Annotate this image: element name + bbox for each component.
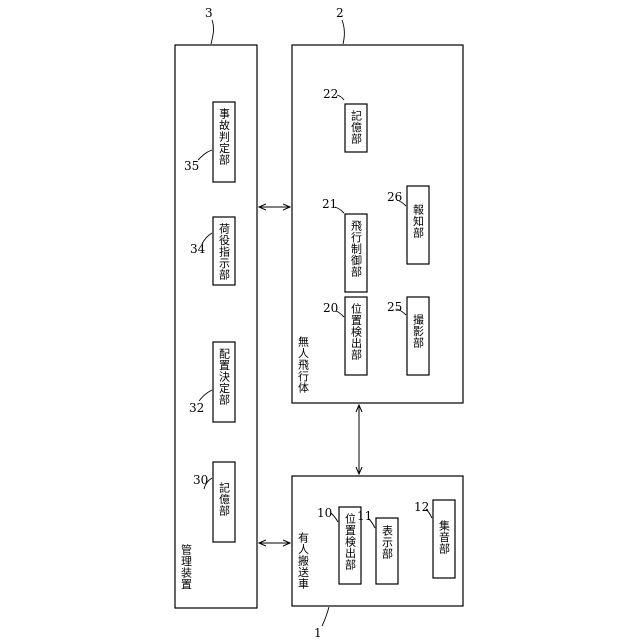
ref-21: 21 xyxy=(322,197,337,211)
accident-judgment-unit-label: 事故判定部 xyxy=(218,108,231,166)
cargo-instruction-unit-label: 荷役指示部 xyxy=(218,223,231,281)
placement-decision-unit-label: 配置決定部 xyxy=(218,348,231,406)
ref-2: 2 xyxy=(336,6,344,20)
sound-collection-unit-label: 集音部 xyxy=(438,519,451,555)
display-unit-label: 表示部 xyxy=(381,524,394,560)
unmanned-aircraft: 無人飛行体 2 記億部 22 飛行制御部 21 報知部 26 位置検出部 20 … xyxy=(292,6,463,403)
ref-11: 11 xyxy=(357,509,372,523)
unmanned-aircraft-label: 無人飛行体 xyxy=(297,335,310,394)
management-device-label: 管理装置 xyxy=(180,543,193,590)
unmanned-aircraft-frame xyxy=(292,45,463,403)
ref-3-leader xyxy=(211,20,214,44)
position-detection-unit-1-label: 位置検出部 xyxy=(344,512,357,571)
management-device: 管理装置 3 事故判定部 35 荷役指示部 34 配置決定部 32 記億部 30 xyxy=(175,6,257,608)
ref-34: 34 xyxy=(190,242,206,256)
ref-26: 26 xyxy=(387,190,402,204)
ref-2-leader xyxy=(342,20,344,44)
ref-3: 3 xyxy=(205,6,213,20)
manned-vehicle-label: 有人搬送車 xyxy=(297,531,310,590)
ref-12: 12 xyxy=(414,500,429,514)
ref-30: 30 xyxy=(193,473,208,487)
notification-unit-label: 報知部 xyxy=(412,204,425,239)
ref-22: 22 xyxy=(323,87,338,101)
flight-control-unit-label: 飛行制御部 xyxy=(350,220,363,278)
storage-unit-3-label: 記億部 xyxy=(218,481,231,517)
position-detection-unit-2-label: 位置検出部 xyxy=(350,302,363,361)
ref-10: 10 xyxy=(317,506,332,520)
storage-unit-2-label: 記億部 xyxy=(350,109,363,145)
ref-1: 1 xyxy=(314,626,322,640)
imaging-unit-label: 撮影部 xyxy=(412,313,425,349)
ref-25: 25 xyxy=(387,300,402,314)
ref-32: 32 xyxy=(189,401,204,415)
ref-1-leader xyxy=(322,607,329,626)
manned-vehicle: 有人搬送車 1 位置検出部 10 表示部 11 集音部 12 xyxy=(292,476,463,640)
ref-20: 20 xyxy=(323,301,338,315)
ref-35: 35 xyxy=(184,159,199,173)
